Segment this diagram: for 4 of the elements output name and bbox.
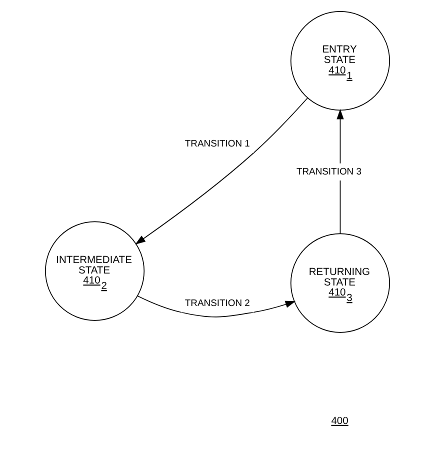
edge-label: TRANSITION 1 [184, 138, 250, 150]
edge-label: TRANSITION 3 [296, 166, 361, 178]
edge-label: TRANSITION 2 [184, 298, 250, 310]
label: 400 [330, 416, 348, 427]
